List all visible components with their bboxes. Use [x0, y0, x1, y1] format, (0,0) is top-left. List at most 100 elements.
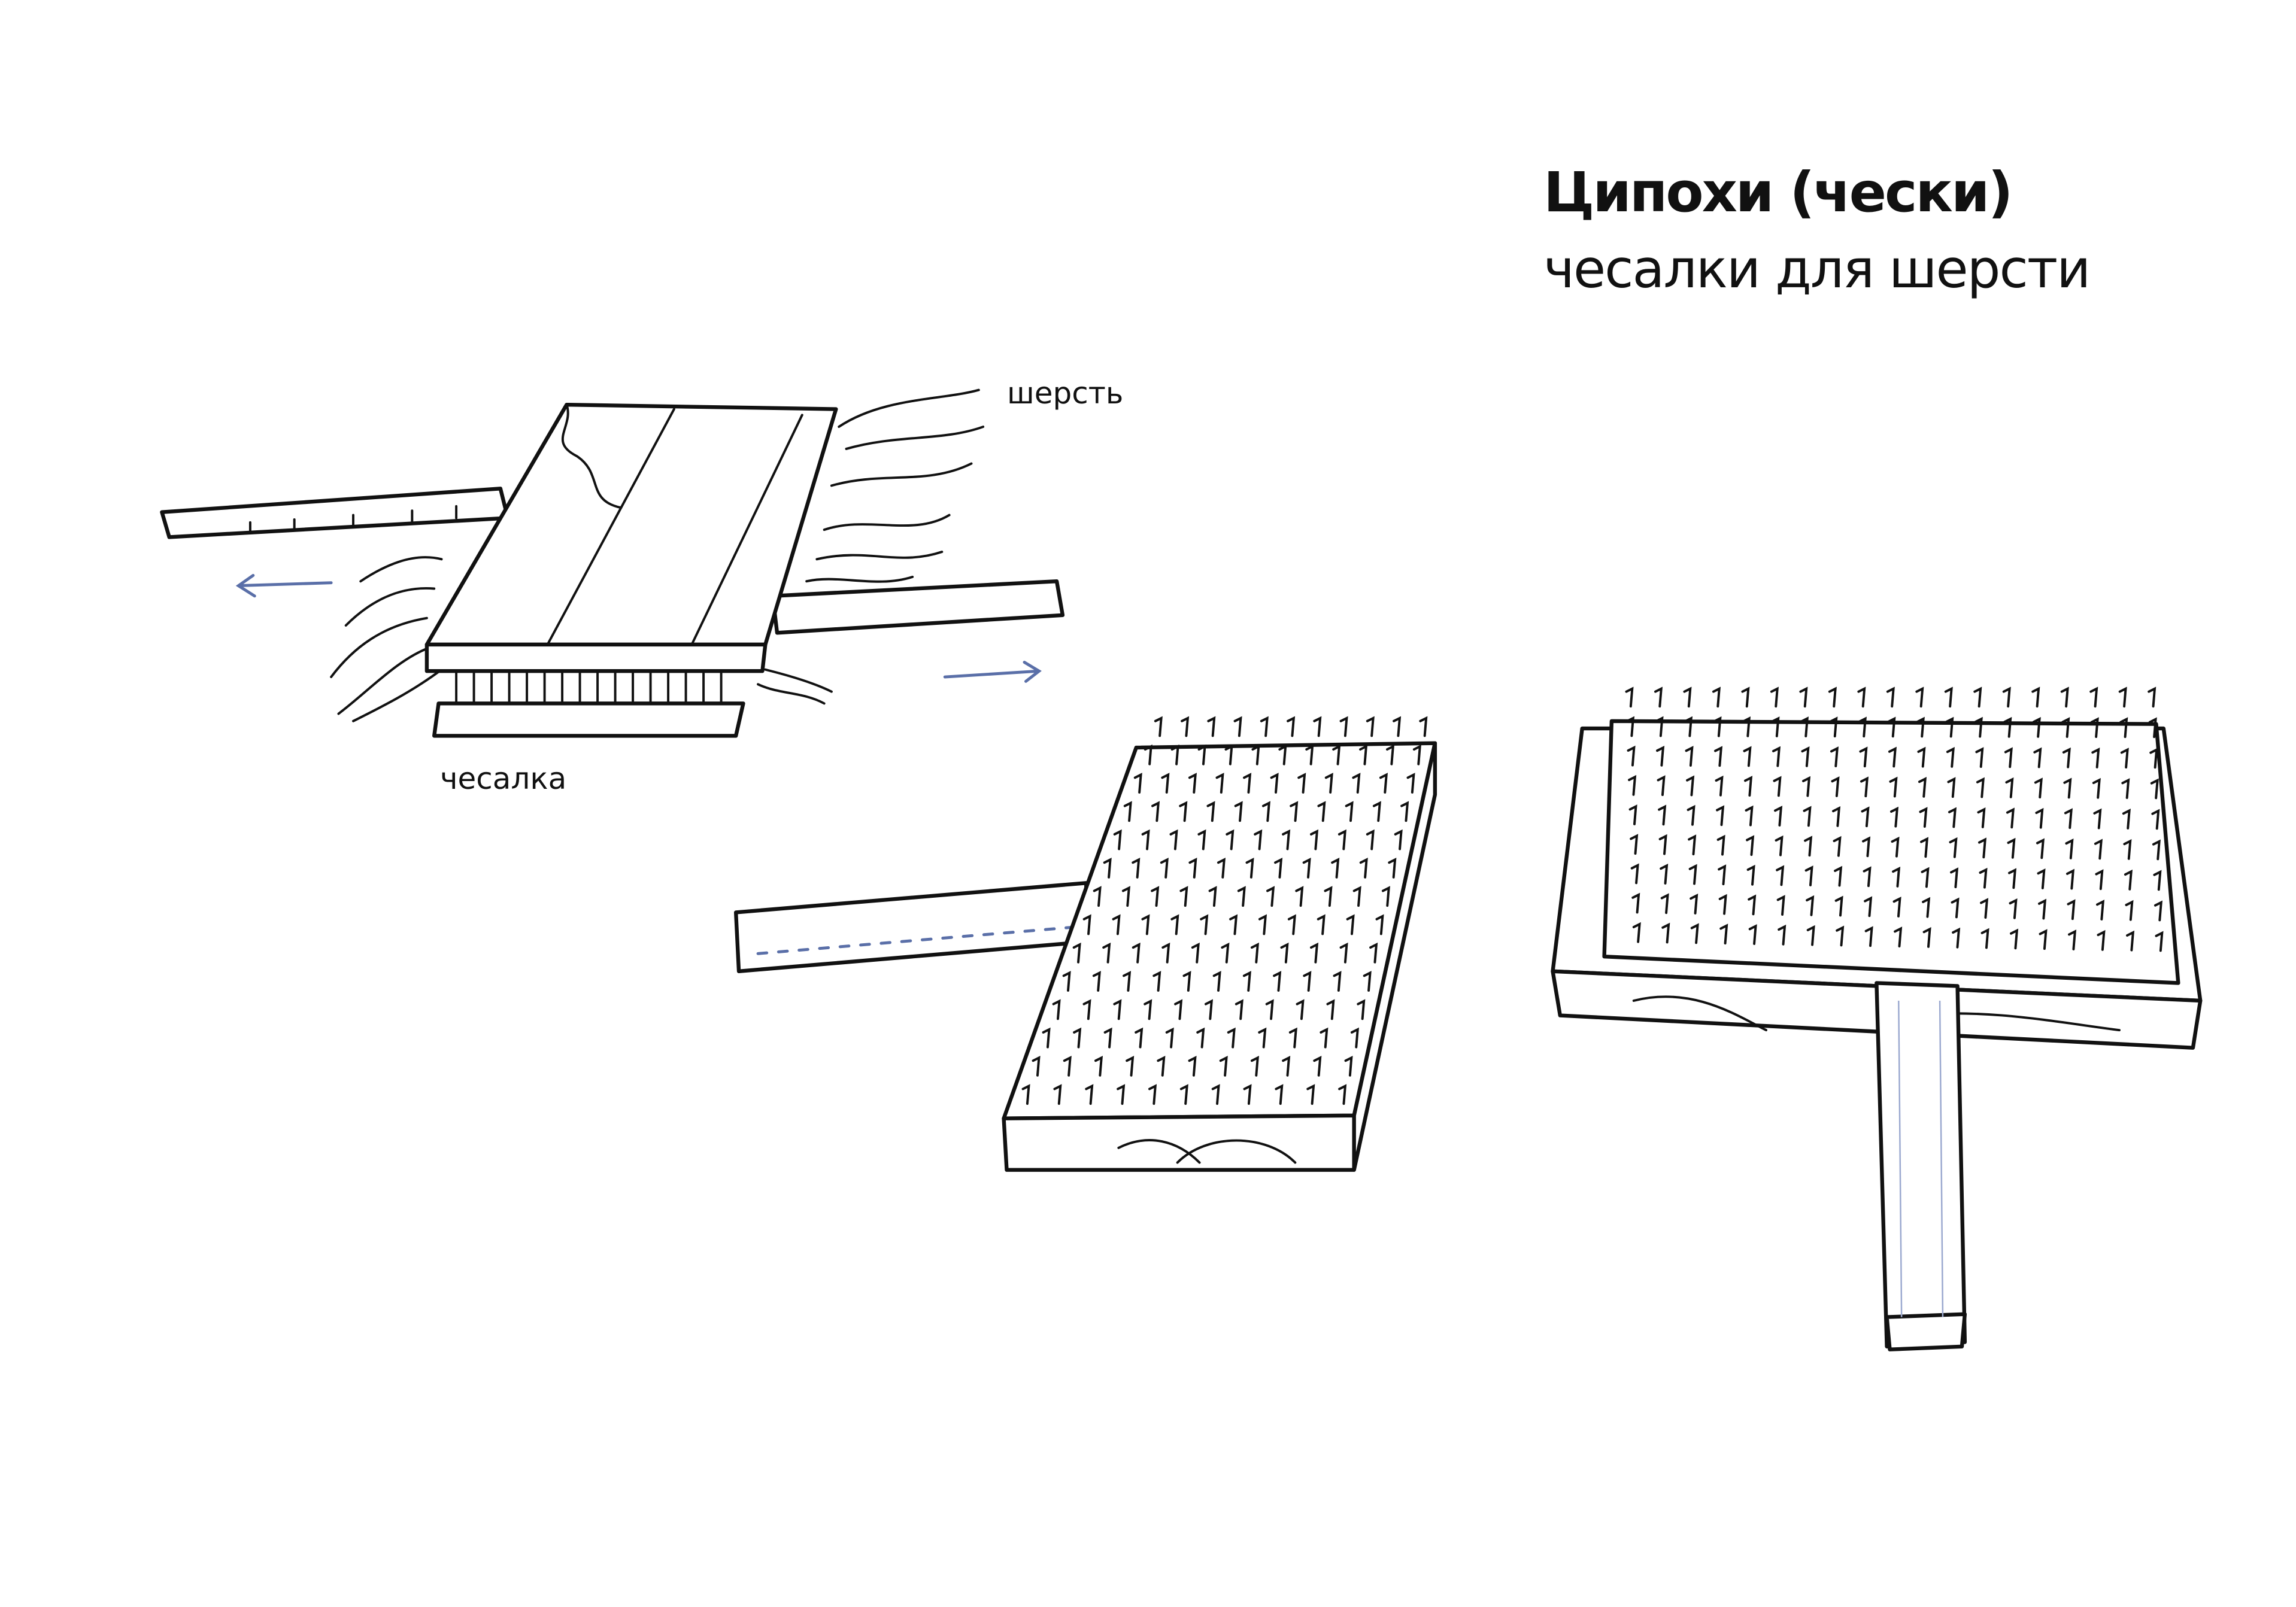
card-tooth: [1713, 716, 1722, 737]
card-tooth: [1331, 857, 1340, 879]
bottom-card-board: [432, 701, 745, 738]
card-tooth: [2120, 748, 2129, 769]
card-tooth: [1626, 716, 1635, 737]
card-tooth: [1743, 746, 1752, 767]
card-tooth: [2062, 747, 2071, 768]
card-tooth: [1275, 1084, 1284, 1105]
card-tooth: [1179, 886, 1188, 907]
card-tooth: [1174, 999, 1183, 1020]
card-wood-grain: [1117, 1139, 1297, 1164]
card-tooth: [1151, 886, 1160, 907]
card-tooth: [1141, 914, 1150, 935]
card-teeth-field: [1021, 716, 1428, 1105]
card-tooth: [1977, 837, 1987, 859]
card-tooth: [1714, 746, 1723, 767]
card-tooth: [1802, 776, 1811, 797]
card-tooth: [1306, 1084, 1315, 1105]
card-tooth: [1834, 865, 1843, 887]
card-tooth: [1297, 773, 1306, 794]
card-tooth: [1800, 716, 1809, 737]
card-tooth: [2148, 686, 2157, 708]
card-tooth: [1274, 857, 1283, 879]
card-tooth: [1375, 914, 1384, 935]
card-tooth: [2061, 717, 2070, 738]
card-tooth: [1103, 1027, 1112, 1049]
card-tooth: [1200, 914, 1209, 935]
wool-tuft-right: [805, 388, 985, 583]
card-tooth: [1625, 686, 1634, 708]
wool-under-right: [757, 668, 833, 705]
label-card: чесалка: [440, 761, 567, 796]
card-tooth: [1337, 829, 1346, 850]
card-tooth: [1280, 942, 1289, 964]
card-tooth: [2031, 686, 2040, 708]
card-tooth: [1921, 867, 1930, 888]
card-tooth: [1245, 857, 1254, 879]
card-tooth: [1892, 866, 1901, 888]
card-tooth: [1270, 773, 1279, 794]
card-tooth: [1746, 864, 1755, 886]
card-tooth: [1394, 829, 1403, 850]
card-tooth: [1661, 922, 1670, 944]
card-tooth: [2094, 839, 2103, 860]
card-tooth: [1773, 776, 1782, 797]
card-tooth: [1161, 942, 1170, 964]
card-tooth: [2060, 686, 2069, 708]
card-tooth: [1288, 1027, 1297, 1049]
card-tooth: [1121, 886, 1130, 907]
card-tooth: [1042, 1027, 1051, 1049]
card-tooth: [1770, 686, 1779, 708]
card-tooth: [1196, 1027, 1205, 1049]
label-wool: шерсть: [1007, 376, 1124, 411]
card-tooth: [1132, 857, 1141, 879]
card-tooth: [1073, 1027, 1082, 1049]
top-card-edge: [424, 642, 768, 673]
card-tooth: [1250, 1055, 1259, 1077]
card-tooth: [1287, 716, 1296, 737]
right-handle: [771, 579, 1065, 635]
card-tooth: [1338, 1084, 1347, 1105]
card-tooth: [1188, 773, 1197, 794]
card-tooth: [1345, 801, 1354, 822]
card-tooth: [1251, 744, 1260, 765]
card-tooth: [1290, 801, 1299, 822]
card-tooth: [1154, 716, 1163, 737]
card-tooth: [1631, 892, 1640, 914]
card-tooth: [1742, 716, 1751, 737]
card-tooth: [1980, 928, 1989, 949]
card-tooth: [1021, 1084, 1030, 1105]
card-tooth: [1748, 894, 1757, 916]
card-tooth: [2007, 837, 2016, 859]
card-tooth: [1295, 886, 1304, 907]
card-tooth: [1182, 971, 1191, 992]
card-tooth: [1801, 746, 1810, 767]
card-tooth: [1951, 897, 1960, 919]
card-tooth: [1217, 857, 1226, 879]
card-tooth: [2151, 809, 2160, 830]
card-tooth: [2153, 870, 2162, 891]
card-tooth: [1887, 716, 1896, 738]
card-tooth: [1831, 776, 1840, 797]
handle-end: [1885, 1312, 1967, 1351]
card-tooth: [1654, 686, 1663, 708]
card-tooth: [1273, 971, 1282, 992]
card-tooth: [1179, 801, 1188, 822]
card-tooth: [1112, 914, 1121, 935]
card-tooth: [1859, 746, 1868, 768]
card-tooth: [1975, 747, 1984, 768]
card-tooth: [2095, 900, 2105, 921]
card-tooth: [1233, 716, 1242, 737]
card-tooth: [1832, 806, 1841, 827]
card-tooth: [1804, 865, 1813, 886]
card-board-edge: [1002, 741, 1437, 1172]
card-tooth: [1165, 1027, 1174, 1049]
card-tooth: [1261, 801, 1270, 822]
card-tooth: [1774, 806, 1783, 827]
card-tooth: [1393, 716, 1402, 737]
card-tooth: [1919, 807, 1928, 828]
page-subtitle: чесалки для шерсти: [1543, 238, 2091, 300]
card-tooth: [2009, 898, 2018, 919]
card-tooth: [1915, 686, 1924, 708]
card-tooth: [1326, 999, 1335, 1020]
card-teeth-field: [1625, 686, 2164, 952]
